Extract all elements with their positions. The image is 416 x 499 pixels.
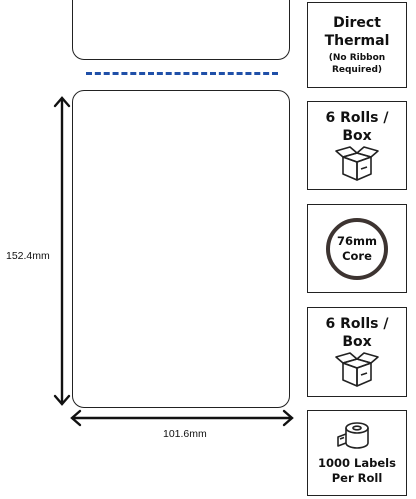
media-type-note-line2: Required) bbox=[331, 65, 383, 75]
height-dimension-label: 152.4mm bbox=[6, 250, 50, 262]
core-size-line1: 76mm bbox=[337, 233, 377, 248]
label-outline bbox=[72, 90, 290, 408]
width-dimension-label: 101.6mm bbox=[163, 428, 207, 440]
core-size-line2: Core bbox=[342, 248, 372, 263]
media-type-title-line1: Direct bbox=[333, 15, 381, 31]
previous-label bbox=[72, 0, 290, 60]
rolls-per-box-box-2: 6 Rolls / Box bbox=[307, 307, 407, 397]
rolls-per-box-2-line1: 6 Rolls / bbox=[325, 316, 389, 332]
dimension-arrows bbox=[53, 96, 294, 427]
label-roll-icon bbox=[334, 420, 380, 454]
core-ring-icon: 76mm Core bbox=[326, 217, 388, 280]
media-type-title-line2: Thermal bbox=[324, 33, 390, 49]
rolls-per-box-box: 6 Rolls / Box bbox=[307, 101, 407, 190]
core-size-box: 76mm Core bbox=[307, 204, 407, 293]
media-type-note-line1: (No Ribbon bbox=[328, 53, 386, 63]
rolls-per-box-line1: 6 Rolls / bbox=[325, 109, 389, 126]
perforation-line bbox=[86, 72, 278, 75]
open-box-icon bbox=[333, 351, 381, 389]
rolls-per-box-2-line2: Box bbox=[342, 334, 372, 350]
labels-per-roll-line2: Per Roll bbox=[331, 471, 383, 485]
height-arrow bbox=[53, 96, 71, 406]
width-arrow bbox=[70, 409, 294, 427]
media-type-box: Direct Thermal (No Ribbon Required) bbox=[307, 2, 407, 88]
labels-per-roll-box: 1000 Labels Per Roll bbox=[307, 410, 407, 496]
labels-per-roll-line1: 1000 Labels bbox=[318, 456, 396, 470]
open-box-icon bbox=[333, 145, 381, 183]
rolls-per-box-line2: Box bbox=[342, 127, 372, 144]
